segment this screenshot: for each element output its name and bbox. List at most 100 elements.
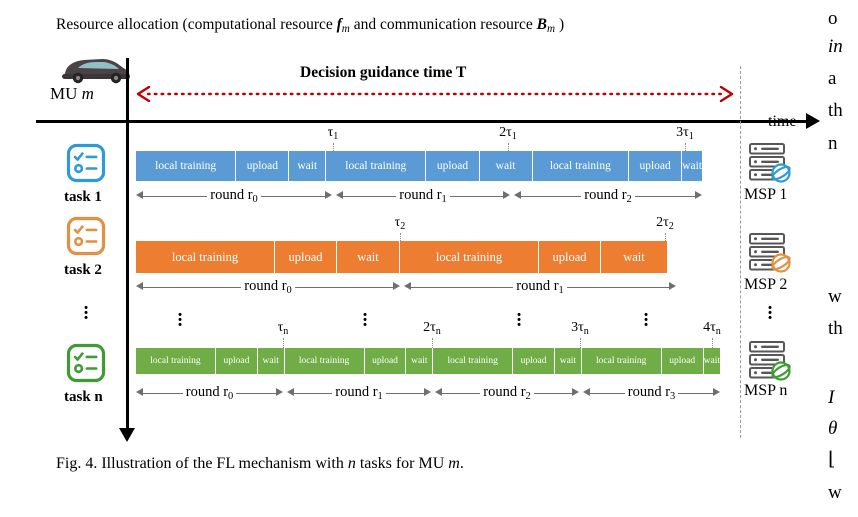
vertical-axis [126, 58, 129, 438]
tau-mark-taskn-4: 4τn [703, 320, 721, 337]
task-label-1: task 1 [64, 189, 102, 205]
tau-subscript: n [283, 325, 289, 337]
round-label: round r [399, 187, 442, 204]
figure-title: Resource allocation (computational resou… [56, 16, 564, 35]
figure-caption: Fig. 4. Illustration of the FL mechanism… [56, 455, 464, 473]
tau-symbol: 2τ [656, 215, 669, 230]
caption-end: . [459, 455, 464, 472]
tau-mark-task2-2: 2τ2 [656, 215, 674, 232]
msp-label-n: MSP n [744, 382, 788, 399]
segment-upload: upload [215, 348, 258, 374]
segment-local-training: local training [136, 151, 237, 181]
caption-n: n [347, 455, 356, 472]
msp-label-2: MSP 2 [744, 276, 788, 293]
task-label-n: task n [64, 389, 103, 405]
tau-mark-taskn-1: τn [278, 320, 289, 337]
round-label: round r [627, 384, 671, 401]
tau-dash-task1-3 [685, 143, 686, 157]
server-icon-msp1 [749, 143, 791, 183]
round-label: round r [516, 278, 559, 295]
segment-local-training: local training [400, 241, 539, 273]
figure-title-prefix: Resource allocation (computational resou… [56, 16, 337, 33]
round-label: round r [483, 384, 526, 401]
time-axis-arrowhead [806, 113, 820, 129]
tau-dash-taskn-3 [580, 338, 581, 348]
segment-upload: upload [513, 348, 556, 374]
segment-upload: upload [629, 151, 683, 181]
round-marker-task1-1: round r1 [336, 185, 510, 207]
segment-wait: wait [406, 348, 434, 374]
segment-upload: upload [539, 241, 601, 273]
tau-symbol: 3τ [676, 125, 689, 140]
right-column-fragment-0: o [828, 8, 838, 29]
tau-subscript: 2 [668, 220, 674, 232]
round-marker-task1-2: round r2 [514, 185, 702, 207]
segment-local-training: local training [532, 151, 630, 181]
ellipsis-timeline-3: · · · [515, 305, 523, 336]
tau-symbol: 2τ [423, 320, 436, 335]
tau-subscript: 2 [400, 220, 406, 232]
tau-subscript: n [715, 325, 721, 337]
ellipsis-msp-column: · · · [766, 298, 774, 329]
segment-wait: wait [703, 348, 720, 374]
round-marker-taskn-3: round r3 [583, 382, 720, 404]
tau-dash-task2-2 [665, 233, 666, 247]
tau-dash-taskn-4 [712, 338, 713, 348]
right-column-fragment-8: θ [828, 418, 838, 439]
round-subscript: 0 [252, 193, 258, 205]
segment-local-training: local training [136, 348, 216, 374]
round-label: round r [210, 187, 253, 204]
tau-symbol: 2τ [499, 125, 512, 140]
round-marker-taskn-2: round r2 [435, 382, 579, 404]
checklist-icon-task1 [66, 143, 106, 183]
ellipsis-task-column: · · · [82, 298, 90, 329]
right-column-fragment-5: w [828, 286, 842, 307]
round-label: round r [244, 278, 287, 295]
segment-local-training: local training [284, 348, 365, 374]
time-axis [36, 120, 814, 123]
server-icon-mspn [749, 341, 791, 381]
caption-m: m [448, 455, 460, 472]
segment-local-training: local training [433, 348, 514, 374]
ellipsis-timeline-2: · · · [361, 305, 369, 336]
tau-subscript: 1 [333, 130, 339, 142]
title-symbol-b: B [536, 16, 547, 33]
msp-label-1: MSP 1 [744, 186, 788, 203]
tau-mark-task1-1: τ1 [328, 125, 339, 142]
segment-wait: wait [337, 241, 400, 273]
segment-upload: upload [275, 241, 337, 273]
segment-wait: wait [289, 151, 327, 181]
task-label-2: task 2 [64, 262, 102, 278]
caption-prefix: Fig. 4. Illustration of the FL mechanism… [56, 455, 348, 472]
segment-wait: wait [257, 348, 285, 374]
tau-mark-task1-3: 3τ1 [676, 125, 694, 142]
right-column-fragment-1: in [828, 36, 843, 57]
tau-mark-taskn-2: 2τn [423, 320, 441, 337]
segment-wait: wait [601, 241, 667, 273]
mu-label: MU m [50, 84, 94, 104]
tau-mark-task2-1: τ2 [395, 215, 406, 232]
tau-subscript: 1 [688, 130, 694, 142]
tau-dash-task2-1 [400, 233, 401, 247]
tau-subscript: n [435, 325, 441, 337]
tau-symbol: 3τ [571, 320, 584, 335]
round-subscript: 2 [626, 193, 632, 205]
round-row-task1: round r0 round r1 round r2 [136, 185, 702, 207]
round-label: round r [584, 187, 627, 204]
title-symbol-f-sub: m [341, 23, 350, 36]
title-symbol-f: f [336, 16, 342, 33]
segment-upload: upload [364, 348, 407, 374]
round-subscript: 0 [228, 390, 234, 402]
round-subscript: 0 [286, 284, 292, 296]
tau-dash-task1-1 [333, 143, 334, 157]
round-marker-task2-1: round r1 [404, 276, 676, 298]
round-row-task2: round r0 round r1 [136, 276, 676, 298]
ellipsis-timeline-1: · · · [176, 305, 184, 336]
tau-symbol: τ [277, 320, 284, 335]
tau-dash-taskn-1 [283, 338, 284, 348]
round-subscript: 1 [558, 284, 564, 296]
segment-wait: wait [479, 151, 533, 181]
mu-label-text: MU [50, 84, 82, 103]
segment-upload: upload [426, 151, 480, 181]
